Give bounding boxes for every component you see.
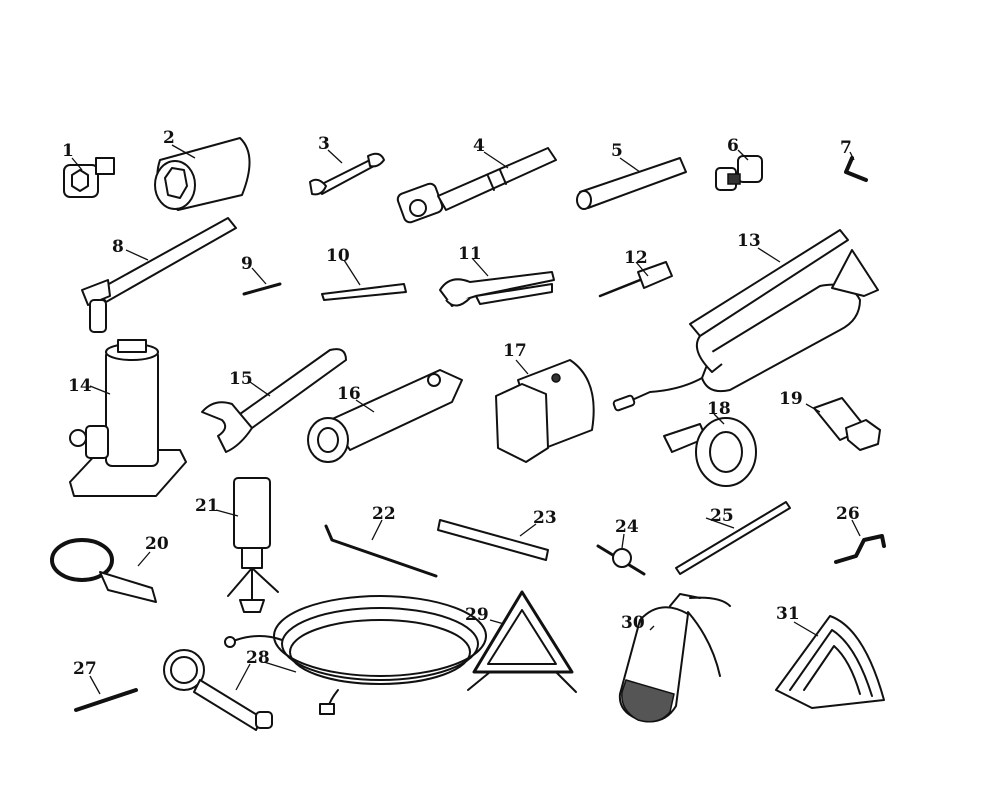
callout-6: 6: [727, 136, 739, 156]
warning-triangle-29: [467, 590, 577, 693]
callout-21: 21: [195, 496, 219, 516]
callout-31: 31: [776, 604, 800, 624]
callout-27: 27: [73, 659, 97, 679]
callout-13: 13: [737, 231, 761, 251]
callout-18: 18: [707, 399, 731, 419]
open-end-wrench-3: [309, 149, 385, 196]
hex-key-7: [844, 151, 868, 182]
spark-plug-socket-19: [805, 397, 881, 451]
small-driver-27: [74, 675, 138, 712]
callout-23: 23: [533, 508, 557, 528]
callout-7: 7: [840, 138, 852, 158]
pry-bar-22: [324, 519, 438, 578]
callout-5: 5: [611, 141, 623, 161]
callout-1: 1: [62, 141, 74, 161]
pin-punch-9: [242, 267, 282, 296]
callout-14: 14: [68, 376, 92, 396]
callout-12: 12: [624, 248, 648, 268]
callout-28: 28: [246, 648, 270, 668]
callout-15: 15: [229, 369, 253, 389]
grease-gun-13: [612, 229, 879, 412]
ratchet-handle-4: [396, 147, 557, 224]
screwdriver-12: [598, 261, 673, 298]
inspection-lamp-21: [215, 477, 279, 613]
callout-11: 11: [458, 244, 482, 264]
callout-30: 30: [621, 613, 645, 633]
callout-22: 22: [372, 504, 396, 524]
flat-chisel-10: [321, 259, 407, 301]
callout-9: 9: [241, 254, 253, 274]
callout-20: 20: [145, 534, 169, 554]
tommy-bar-23: [437, 519, 549, 561]
wheel-wrench-8: [81, 217, 237, 333]
callout-26: 26: [836, 504, 860, 524]
fire-extinguisher-30: [618, 593, 731, 723]
callout-24: 24: [615, 517, 639, 537]
callout-19: 19: [779, 389, 803, 409]
box-wrench-16: [307, 369, 463, 463]
valve-core-tool-24: [596, 533, 646, 576]
callout-labels: 1 2 3 4 5 6 7 8 9 10 11 12 13 14 15 16 1…: [62, 128, 860, 679]
callout-16: 16: [337, 384, 361, 404]
callout-8: 8: [112, 237, 124, 257]
large-socket-2: [154, 137, 251, 211]
callout-25: 25: [710, 506, 734, 526]
socket-adapter-1: [63, 157, 115, 198]
ring-nut-socket-18: [663, 413, 757, 487]
wheel-chock-31: [775, 615, 885, 709]
extension-rod-25: [675, 501, 791, 575]
callout-17: 17: [503, 341, 527, 361]
crank-key-26: [834, 519, 886, 564]
callout-10: 10: [326, 246, 350, 266]
callout-2: 2: [163, 128, 175, 148]
callout-4: 4: [473, 136, 485, 156]
hub-nut-socket-17: [495, 359, 595, 463]
callout-3: 3: [318, 134, 330, 154]
bottle-jack-14: [69, 339, 187, 497]
extension-bar-5: [576, 157, 687, 210]
tire-inflator-hose-28: [163, 595, 487, 731]
callout-29: 29: [465, 605, 489, 625]
water-pump-pliers-11: [439, 257, 555, 307]
filter-strap-wrench-20: [50, 538, 157, 603]
adjustable-wrench-15: [201, 348, 347, 453]
universal-joint-6: [715, 149, 763, 191]
